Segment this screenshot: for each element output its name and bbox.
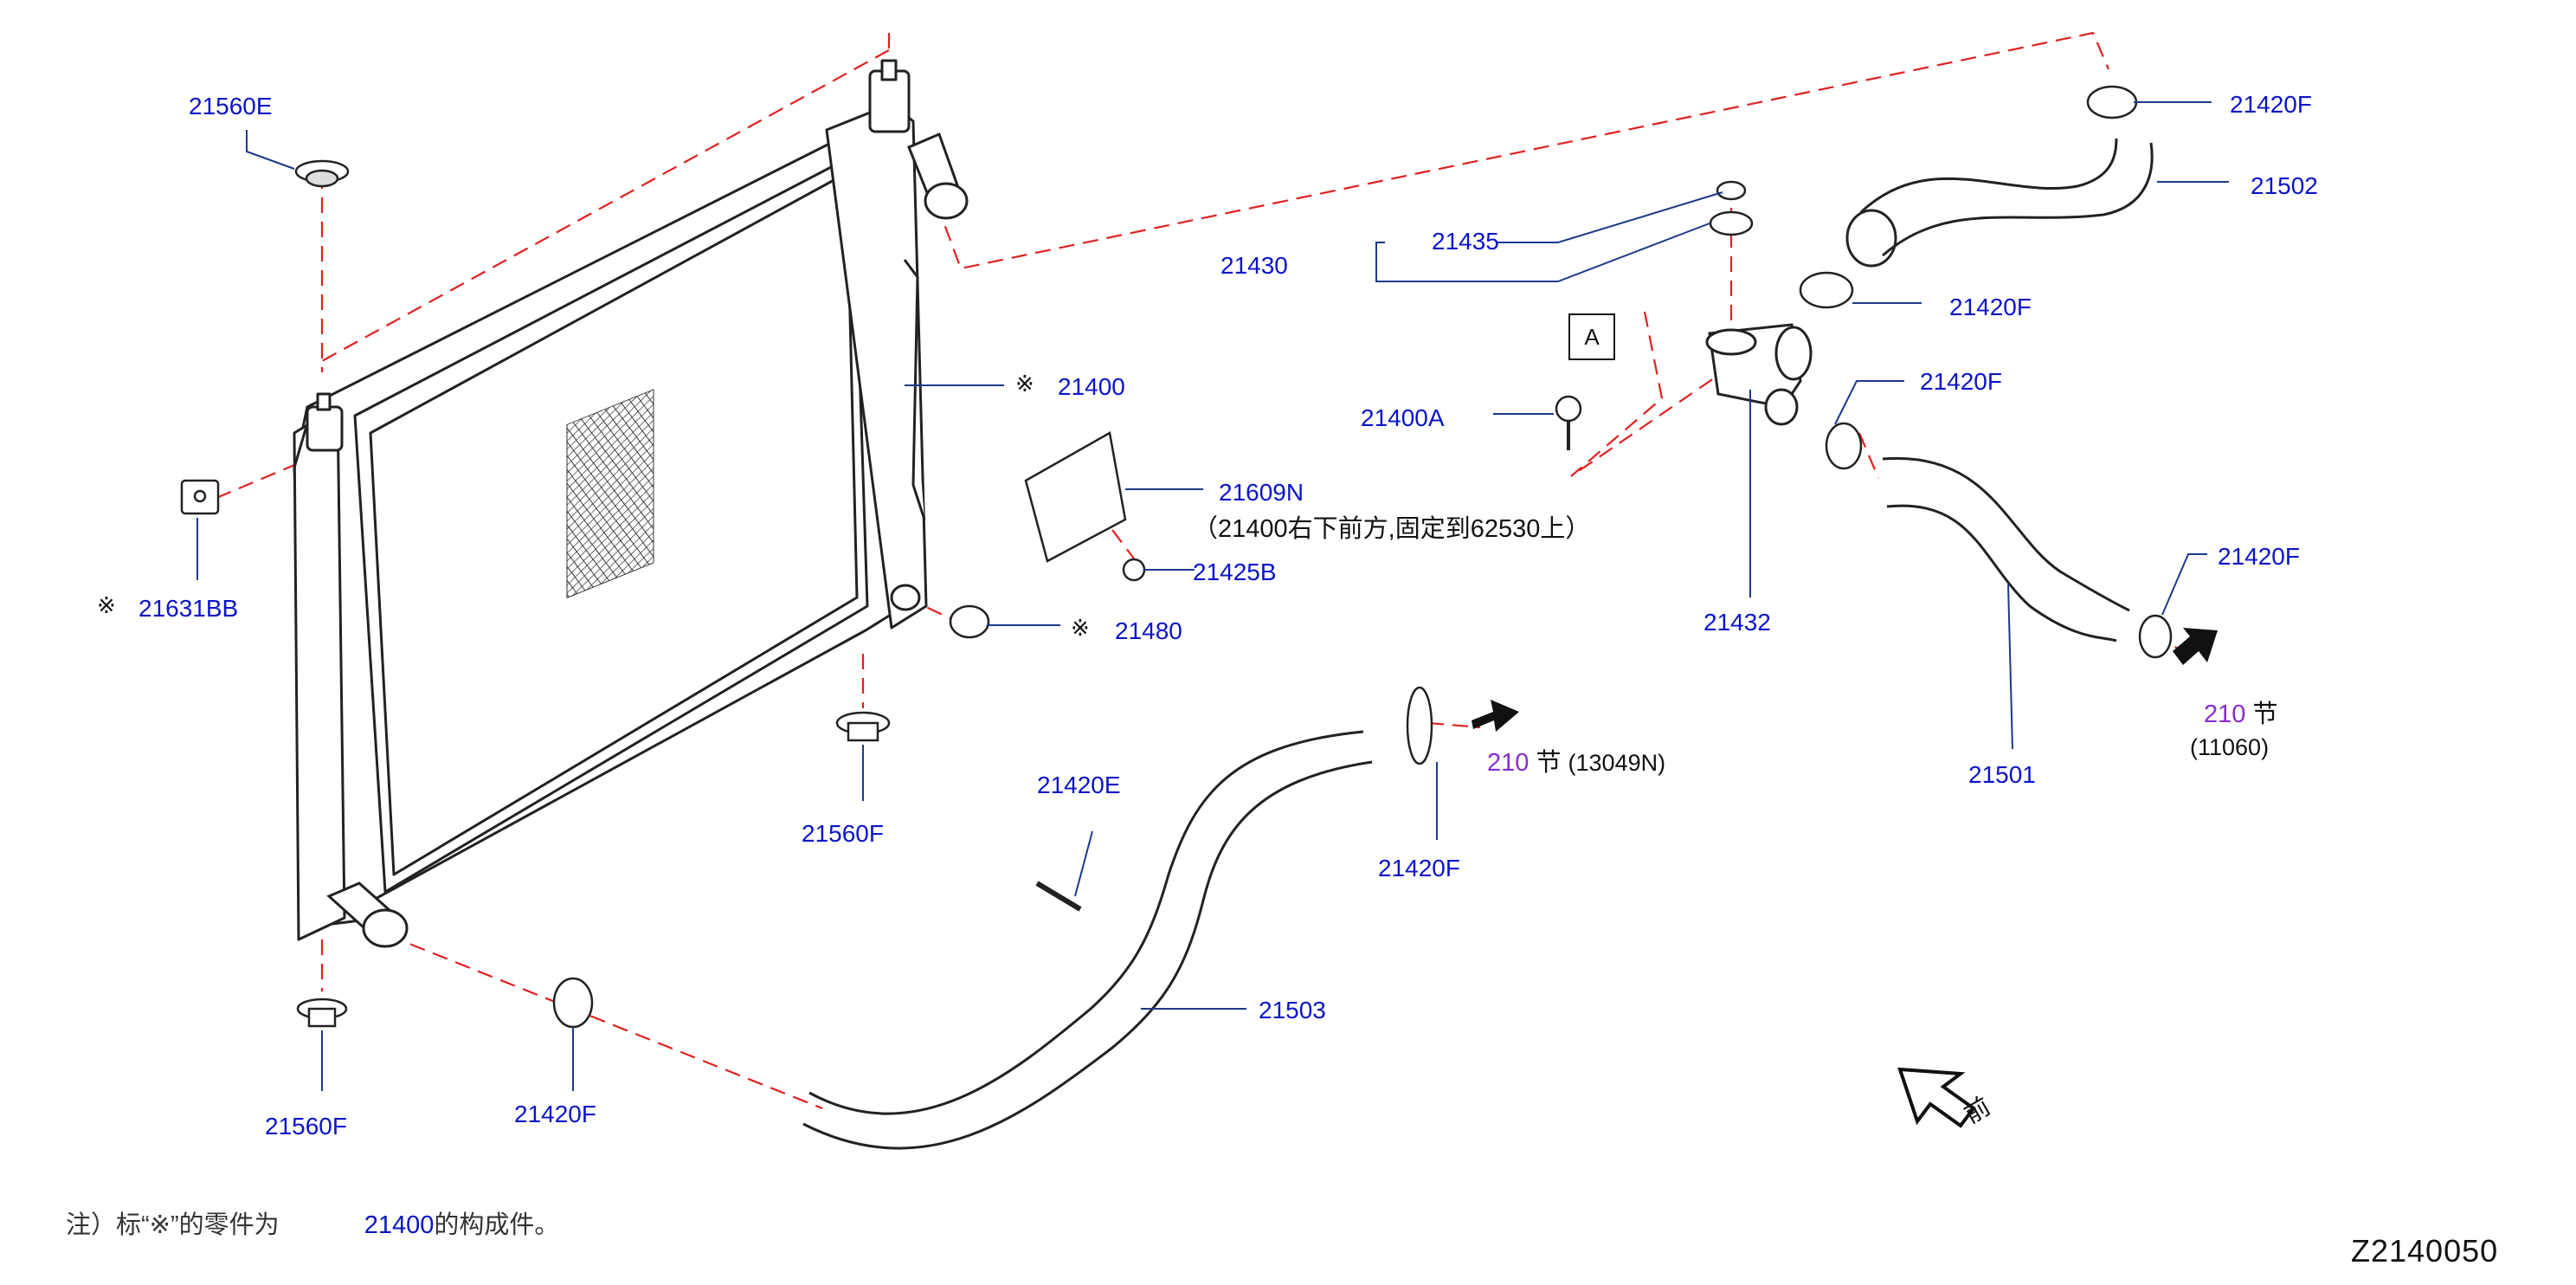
cap-seal-21435 xyxy=(1709,180,1754,236)
clamp-21480 xyxy=(949,604,990,639)
part-label-21430: 21430 xyxy=(1220,252,1288,279)
grommet-21560F-bottom xyxy=(296,998,348,1028)
asterisk-mark-21400: ※ xyxy=(1015,371,1034,397)
front-arrow xyxy=(1897,1067,1976,1128)
nut-21425B xyxy=(1122,558,1146,582)
bolt-21420E xyxy=(1035,881,1082,912)
view-marker-a: A xyxy=(1568,313,1615,360)
part-label-21420F-right: 21420F xyxy=(1920,368,2002,395)
part-label-21480: 21480 xyxy=(1115,617,1182,644)
bolt-21400A xyxy=(1555,395,1582,450)
bracket-21609N xyxy=(1024,431,1127,563)
part-label-21420E: 21420E xyxy=(1037,772,1121,798)
radiator-core-mesh xyxy=(566,389,654,599)
section-number-right: 210 xyxy=(2204,701,2246,728)
clamp-21420F-top xyxy=(2086,85,2138,119)
section-word-right: 节 xyxy=(2252,701,2278,728)
hose-21503 xyxy=(802,730,1373,1150)
part-label-21400: 21400 xyxy=(1058,373,1125,400)
asterisk-mark-21480: ※ xyxy=(1071,615,1090,641)
part-label-21432: 21432 xyxy=(1703,609,1771,636)
part-label-21560F-bottom: 21560F xyxy=(265,1113,347,1140)
footnote: 注）标“※”的零件为 21400的构成件。 xyxy=(66,1211,559,1240)
part-label-21420F-upper: 21420F xyxy=(1378,855,1460,881)
part-label-21631BB: 21631BB xyxy=(138,595,239,622)
section-ref-left: 210 节 (13049N) xyxy=(1487,748,1665,778)
section-ref-right: 210 节 xyxy=(2204,700,2277,729)
hose-21501 xyxy=(1882,456,2130,642)
clamp-21420F-end xyxy=(2138,614,2173,659)
part-label-21503: 21503 xyxy=(1259,997,1326,1023)
part-label-21501: 21501 xyxy=(1968,761,2036,788)
flow-arrow-right xyxy=(2173,628,2218,665)
part-label-21420F-mid: 21420F xyxy=(1949,294,2032,320)
hose-21502 xyxy=(1845,138,2154,268)
section-word-left: 节 xyxy=(1536,749,1562,777)
clip-21631BB xyxy=(180,479,220,515)
mounting-note: （21400右下前方,固定到62530上） xyxy=(1193,515,1591,543)
grommet-21560F-right xyxy=(835,711,891,742)
part-label-21435: 21435 xyxy=(1432,228,1499,255)
section-code-right: (11060) xyxy=(2190,734,2270,760)
part-label-21560F-right: 21560F xyxy=(802,820,884,847)
part-label-21420F-end: 21420F xyxy=(2218,543,2300,570)
part-label-21502: 21502 xyxy=(2251,172,2318,199)
section-code-left: (13049N) xyxy=(1568,750,1666,776)
footnote-mid: ”的零件为 xyxy=(170,1211,280,1239)
grommet-21560E xyxy=(294,159,350,188)
leader-lines xyxy=(196,101,2229,1091)
footnote-prefix: 注）标“ xyxy=(66,1211,150,1239)
clamp-21420F-left xyxy=(552,977,594,1029)
drain-neck xyxy=(890,584,921,611)
part-label-21609N: 21609N xyxy=(1219,479,1304,506)
part-label-21420F-top: 21420F xyxy=(2230,91,2312,118)
footnote-suffix: 的构成件。 xyxy=(434,1211,560,1239)
asterisk-mark-21631BB: ※ xyxy=(97,592,116,618)
part-label-21425B: 21425B xyxy=(1193,559,1277,585)
diagram-code: Z2140050 xyxy=(2351,1233,2499,1269)
part-label-21560E: 21560E xyxy=(189,93,273,119)
part-label-21420F-left: 21420F xyxy=(514,1101,596,1127)
flow-arrow-left xyxy=(1472,700,1519,732)
clamp-21420F-right xyxy=(1825,422,1863,470)
clamp-21420F-mid xyxy=(1799,271,1854,309)
clamp-21420F-upper xyxy=(1406,686,1433,765)
footnote-part: 21400 xyxy=(364,1211,435,1239)
footnote-symbol: ※ xyxy=(149,1211,171,1239)
section-number-left: 210 xyxy=(1487,749,1530,777)
housing-21432 xyxy=(1705,323,1813,426)
part-label-21400A: 21400A xyxy=(1361,404,1445,431)
